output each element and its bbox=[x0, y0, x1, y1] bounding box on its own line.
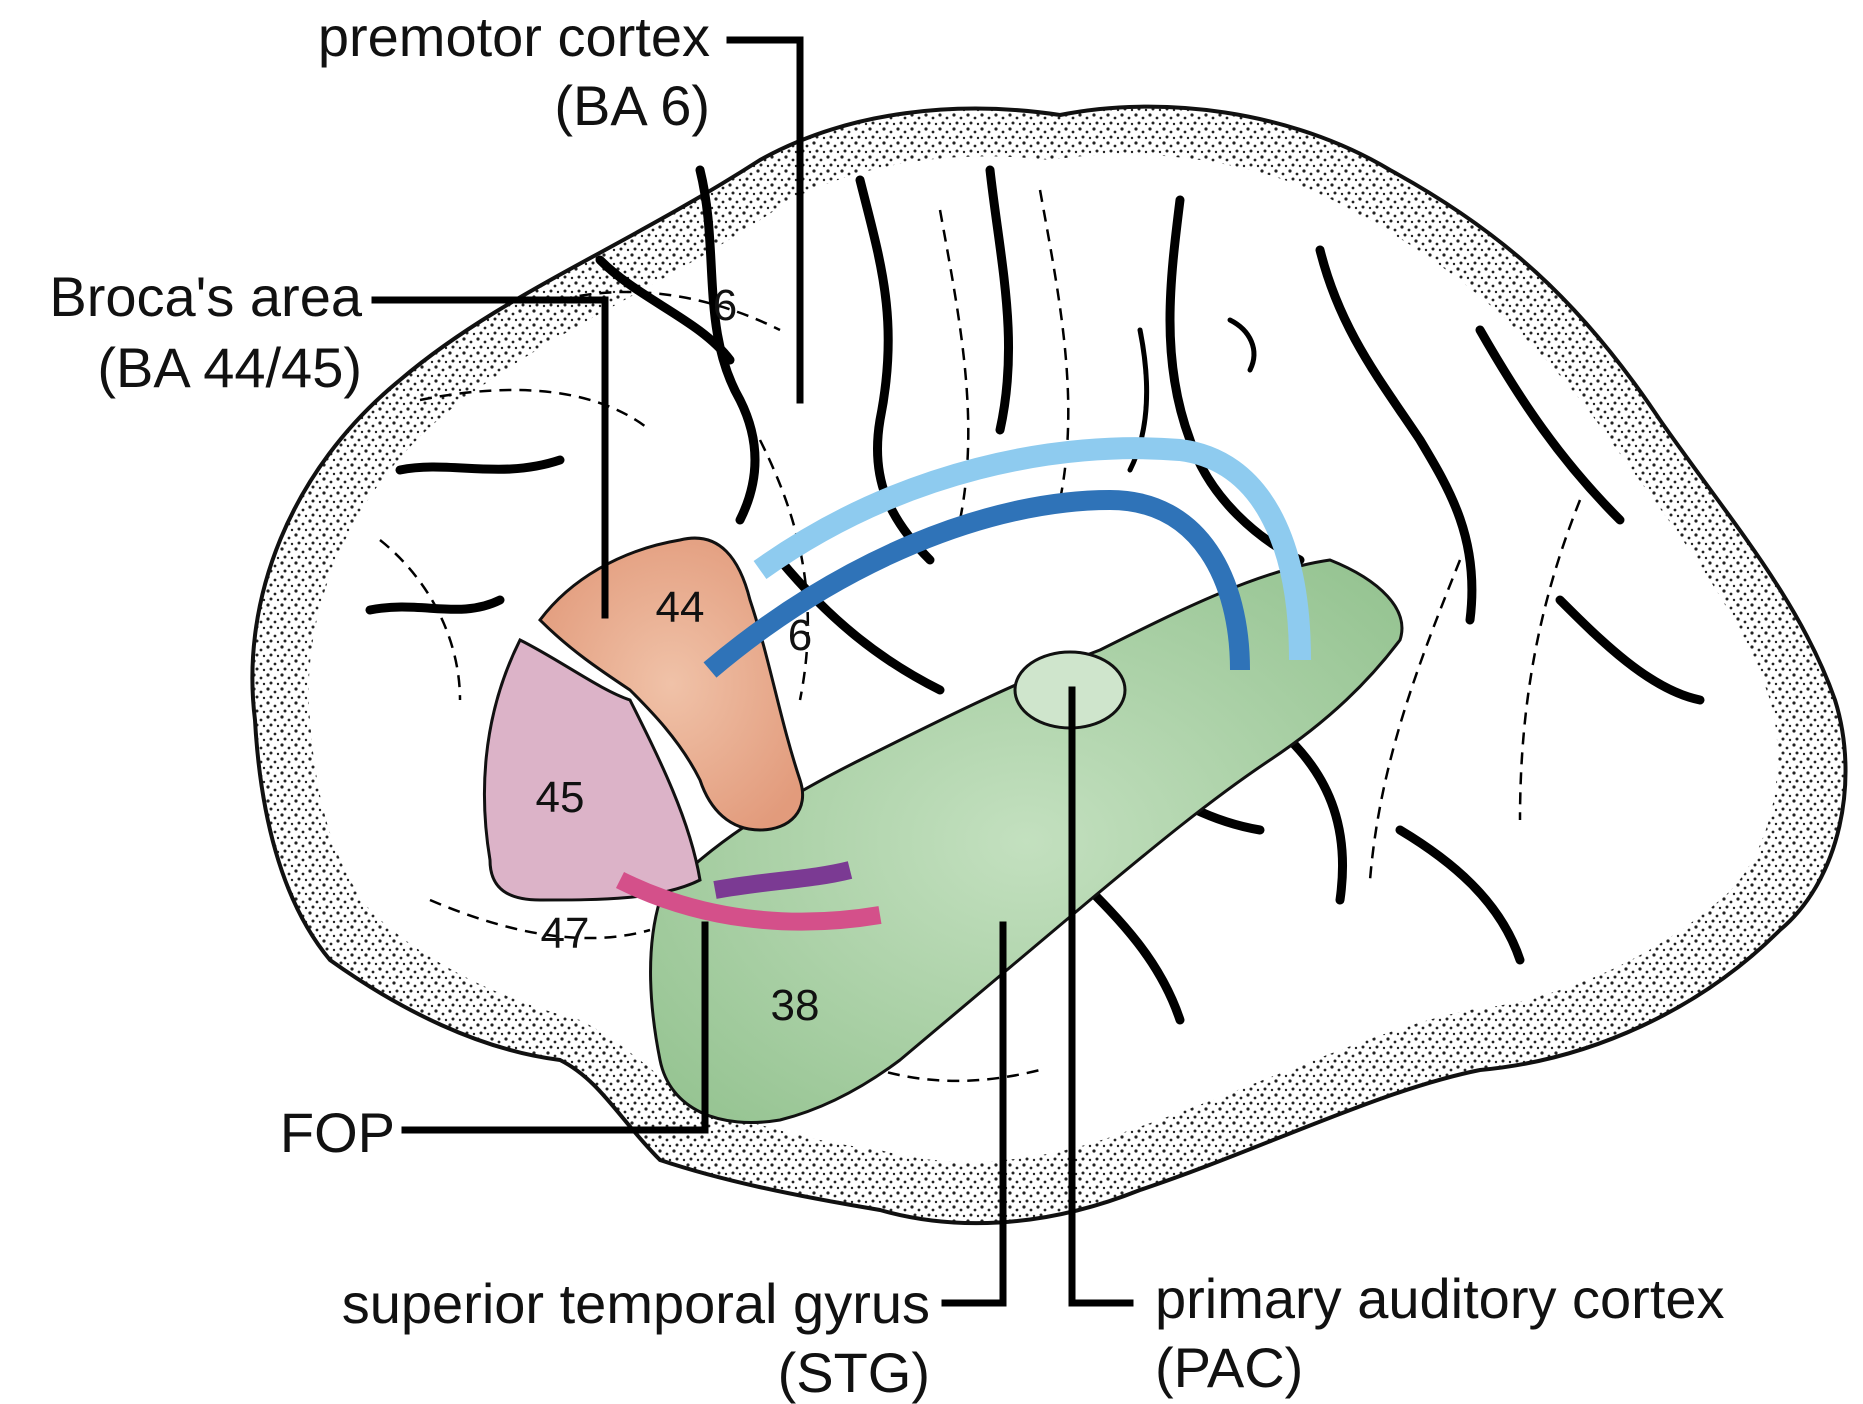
label-brocas-area: Broca's area bbox=[49, 265, 362, 328]
area-label-47: 47 bbox=[541, 909, 590, 958]
label-stg-abbrev: (STG) bbox=[778, 1341, 930, 1404]
area-label-38: 38 bbox=[771, 981, 820, 1030]
area-label-45: 45 bbox=[536, 773, 585, 822]
label-premotor-ba: (BA 6) bbox=[554, 74, 710, 137]
label-brocas-ba: (BA 44/45) bbox=[97, 336, 362, 399]
label-pac-abbrev: (PAC) bbox=[1155, 1336, 1303, 1399]
area-label-6-upper: 6 bbox=[713, 281, 737, 330]
label-stg: superior temporal gyrus bbox=[342, 1272, 930, 1335]
label-fop: FOP bbox=[280, 1101, 395, 1164]
label-pac: primary auditory cortex bbox=[1155, 1267, 1725, 1330]
area-label-6-lower: 6 bbox=[788, 611, 812, 660]
area-label-44: 44 bbox=[656, 583, 705, 632]
label-premotor-cortex: premotor cortex bbox=[318, 5, 710, 68]
